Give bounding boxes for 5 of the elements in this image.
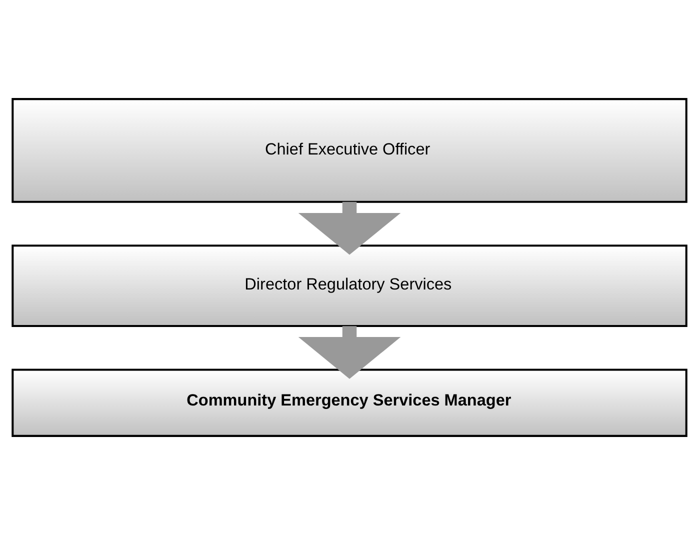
node-box: Director Regulatory Services [12, 244, 688, 328]
arrow [298, 326, 401, 379]
arrow [298, 202, 401, 255]
node-box: Community Emergency Services Manager [12, 368, 688, 437]
node-box: Chief Executive Officer [12, 98, 688, 203]
